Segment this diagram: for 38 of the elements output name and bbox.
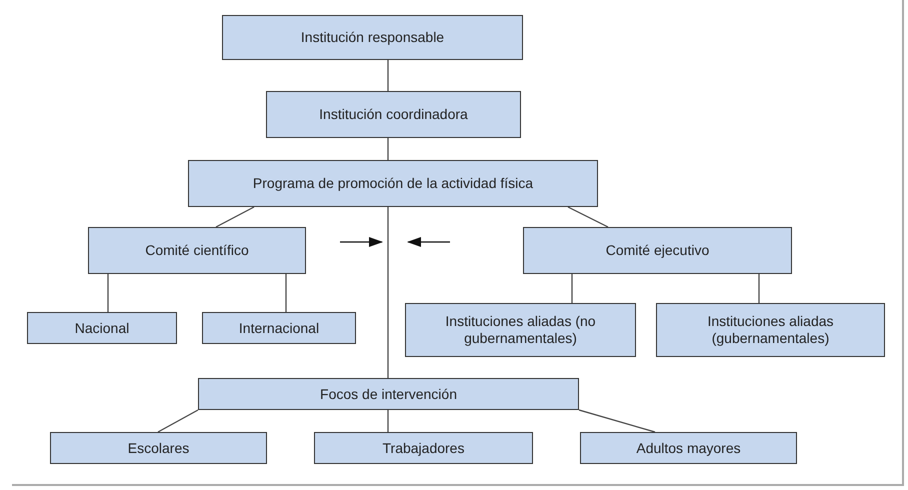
box-label: Institución coordinadora	[319, 106, 468, 123]
org-box	[198, 378, 579, 410]
box-label: Institución responsable	[300, 29, 444, 46]
box-label: Focos de intervención	[320, 386, 457, 402]
box-label: Comité ejecutivo	[606, 242, 710, 259]
connector-line	[387, 138, 389, 160]
connector-line	[387, 60, 389, 91]
box-label: Trabajadores	[382, 440, 464, 456]
org-box	[523, 227, 792, 274]
box-label: Internacional	[238, 320, 320, 336]
box-label: Nacional	[74, 320, 130, 336]
connector-line	[107, 274, 109, 312]
connector-line	[285, 274, 287, 312]
connector-line	[571, 274, 573, 303]
box-label: Instituciones aliadas (no gubernamentales)	[444, 313, 597, 347]
connector-line	[568, 206, 608, 228]
org-box	[266, 91, 521, 138]
org-box	[405, 303, 636, 357]
org-box	[88, 227, 306, 274]
org-box	[580, 432, 797, 464]
org-box	[222, 15, 523, 60]
connector-line	[387, 207, 389, 378]
org-box	[656, 303, 885, 357]
org-box	[314, 432, 533, 464]
org-box	[27, 312, 177, 344]
box-label: Programa de promoción de la actividad física	[252, 175, 534, 192]
connector-line	[158, 409, 198, 433]
connector-line	[387, 410, 389, 432]
connector-line	[216, 206, 254, 228]
org-box	[50, 432, 267, 464]
org-box	[202, 312, 356, 344]
connector-line	[758, 274, 760, 303]
connector-line	[578, 409, 656, 433]
org-box	[188, 160, 598, 207]
box-label: Comité científico	[145, 242, 249, 259]
box-label: Instituciones aliadas (gubernamentales)	[706, 313, 835, 347]
box-label: Escolares	[128, 440, 190, 456]
box-label: Adultos mayores	[636, 440, 741, 456]
